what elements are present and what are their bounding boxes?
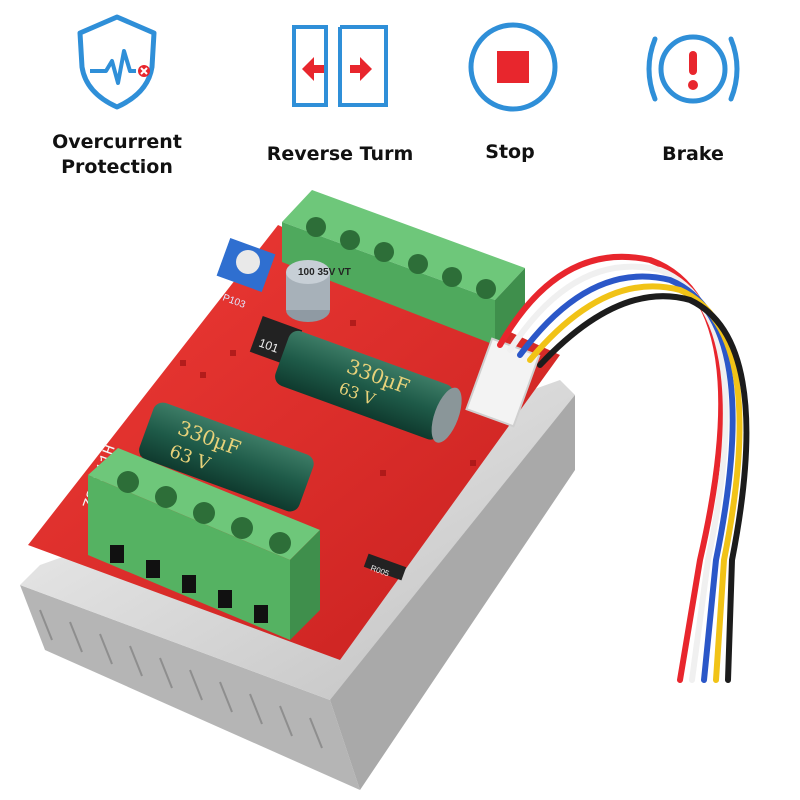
inductor-label: 101 [257,336,281,356]
feature-label: Overcurrent Protection [52,131,182,178]
wire-bundle [497,253,750,683]
feature-label: Stop [485,141,535,163]
shield-pulse-icon [57,0,177,120]
brake-warning-icon [633,0,753,120]
feature-brake: Brake [633,0,753,167]
feature-stop: Stop [450,0,570,165]
capacitor-large-2: 330µF 63 V [139,402,314,512]
terminal-block-bottom [88,448,320,640]
terminal-block-top [282,190,525,345]
capacitor-small-label: 100 35V VT [298,267,351,278]
stop-icon [450,0,570,120]
capacitor-large-1: 330µF 63 V [275,330,462,443]
shunt-resistor [363,553,407,581]
feature-label: Brake [662,143,724,165]
wire-connector [465,337,541,428]
reverse-arrows-icon [280,0,400,120]
feature-reverse: Reverse Turm [250,0,430,167]
feature-overcurrent: Overcurrent Protection [52,0,182,180]
capacitor-small: 100 35V VT [286,260,351,322]
feature-label: Reverse Turm [266,143,414,165]
